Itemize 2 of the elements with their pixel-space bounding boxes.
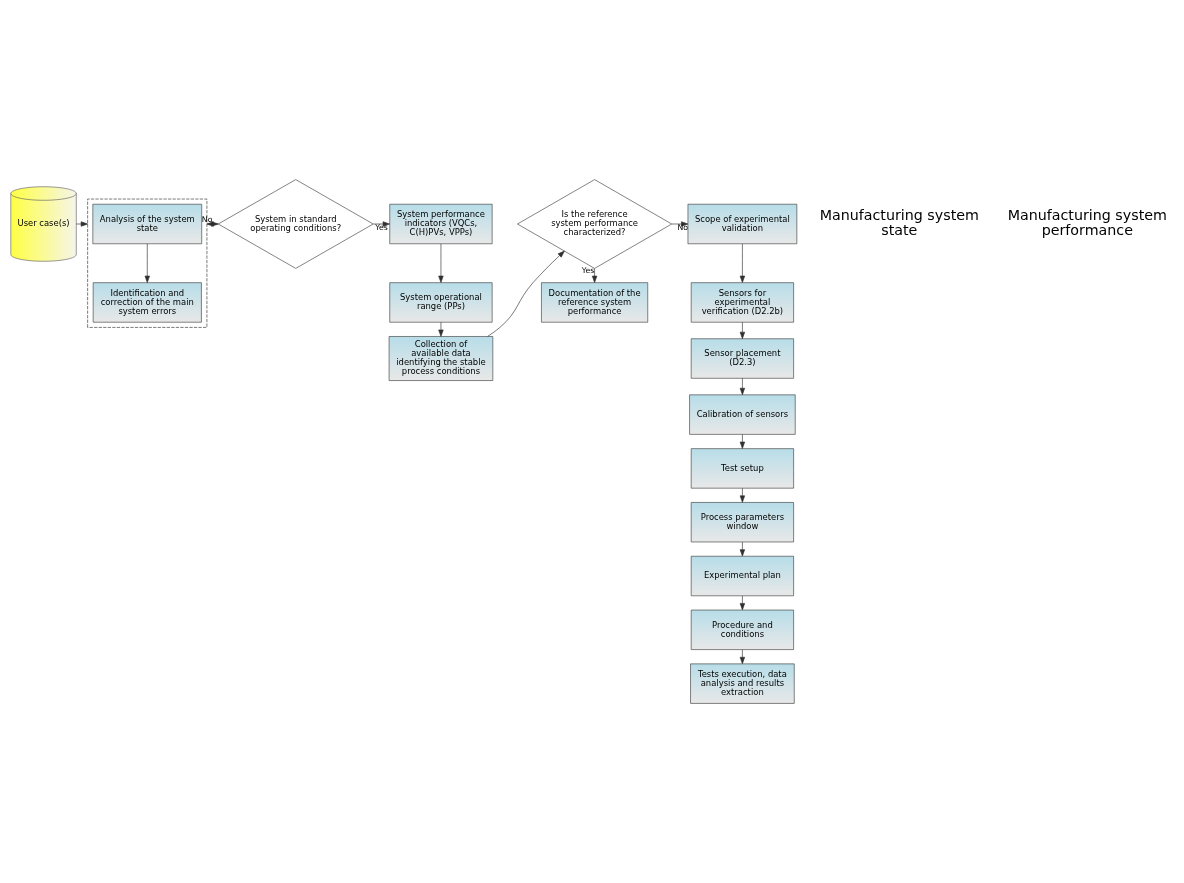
label: Manufacturing system state <box>819 206 979 239</box>
label: Manufacturing system performance <box>1007 206 1167 239</box>
